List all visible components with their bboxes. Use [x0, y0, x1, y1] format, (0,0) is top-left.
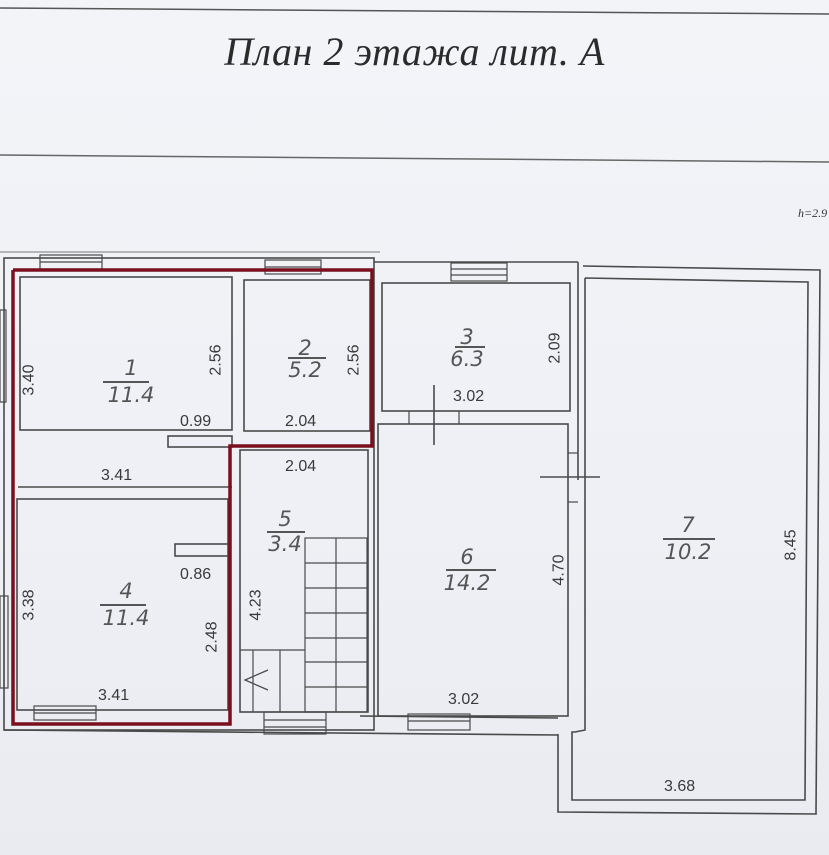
dim-room2-right: 2.56	[345, 344, 363, 376]
room-7-outline	[571, 277, 809, 801]
fraction-line	[455, 346, 485, 348]
fraction-line	[663, 538, 715, 540]
room-3-outline	[381, 282, 571, 412]
room-2-number: 2	[298, 336, 312, 360]
dim-room4-door: 0.86	[180, 566, 212, 583]
dim-room1-right: 2.56	[207, 344, 225, 376]
fraction-line	[103, 381, 149, 383]
room-5-area: 3.4	[268, 532, 302, 556]
dim-room7-right: 8.45	[782, 529, 800, 561]
fraction-line	[267, 531, 305, 533]
ceiling-height-label: h=2.9	[798, 206, 828, 220]
dim-room1-bottom: 3.41	[101, 467, 133, 484]
dim-room6-right: 4.70	[550, 554, 568, 586]
room-4-area: 11.4	[102, 606, 150, 630]
dim-room4-bottom: 3.41	[98, 687, 130, 704]
dim-room5-top: 2.04	[285, 458, 317, 475]
room-2-area: 5.2	[288, 358, 322, 382]
room-1-area: 11.4	[107, 383, 155, 407]
room-6-area: 14.2	[443, 571, 491, 595]
room-3-area: 6.3	[450, 347, 484, 371]
room-7-area: 10.2	[664, 540, 712, 564]
room-6-outline	[377, 423, 569, 717]
room-4-outline	[16, 498, 229, 711]
highlight-boundary	[11, 268, 374, 726]
room-2-outline	[243, 279, 371, 432]
room-1-outline	[19, 276, 233, 431]
plan-title: План 2 этажа лит. А	[224, 29, 605, 74]
dim-room6-bottom: 3.02	[448, 691, 480, 708]
dim-room3-bottom: 3.02	[453, 388, 485, 405]
room-5-outline	[239, 449, 369, 713]
dim-room4-right: 2.48	[203, 621, 221, 653]
room-7-number: 7	[681, 513, 695, 537]
fraction-line	[446, 569, 496, 571]
room-1-number: 1	[124, 356, 138, 380]
room-3-number: 3	[460, 325, 474, 349]
room-6-number: 6	[460, 545, 474, 569]
dim-room2-bottom: 2.04	[285, 413, 317, 430]
dim-room3-right: 2.09	[546, 332, 564, 364]
walls	[0, 254, 821, 815]
room-4-number: 4	[119, 579, 133, 603]
dim-room4-left: 3.38	[20, 589, 38, 621]
fraction-line	[100, 604, 146, 606]
dim-room7-bottom: 3.68	[664, 778, 696, 795]
dim-room5-left: 4.23	[247, 589, 265, 621]
windows	[0, 254, 578, 735]
dim-room1-left: 3.40	[20, 364, 38, 396]
fraction-line	[288, 357, 326, 359]
dim-room1-door: 0.99	[180, 413, 212, 430]
room-5-number: 5	[278, 507, 292, 531]
